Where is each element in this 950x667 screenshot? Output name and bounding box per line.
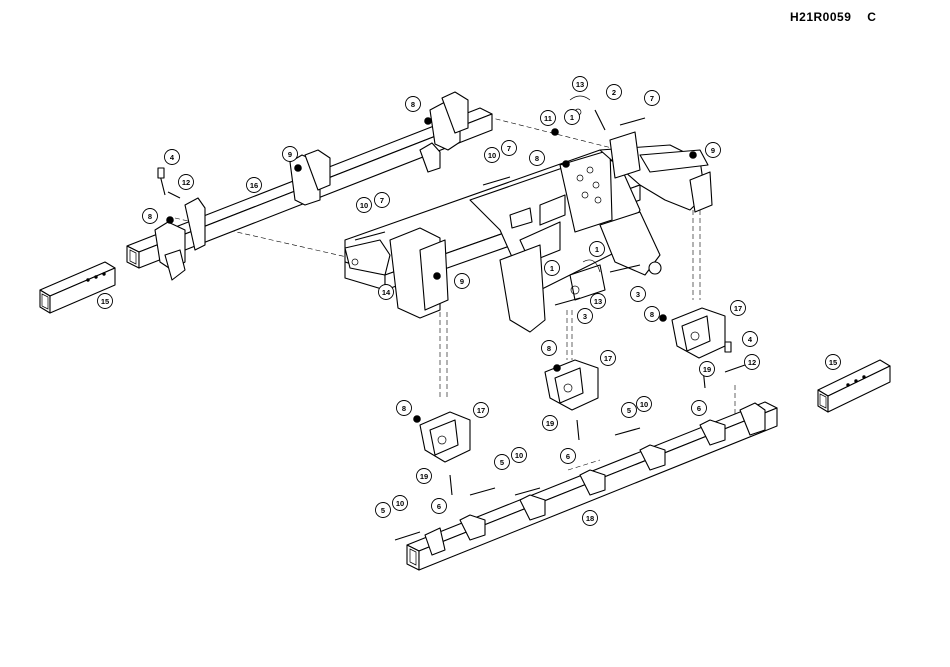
bracket-right-part-17 <box>672 308 725 358</box>
callout-label: 5 <box>381 506 385 515</box>
callout-8: 8 <box>397 401 412 416</box>
callout-label: 8 <box>148 212 152 221</box>
callout-13: 13 <box>573 77 588 92</box>
callout-6: 6 <box>561 449 576 464</box>
bracket-center-part-17 <box>545 360 598 410</box>
callout-label: 3 <box>636 290 640 299</box>
callout-8: 8 <box>143 209 158 224</box>
callout-12: 12 <box>179 175 194 190</box>
callout-label: 1 <box>595 245 599 254</box>
callout-label: 15 <box>829 358 837 367</box>
callout-label: 10 <box>640 400 648 409</box>
callout-label: 7 <box>650 94 654 103</box>
callout-label: 10 <box>488 151 496 160</box>
callout-label: 13 <box>576 80 584 89</box>
callout-5: 5 <box>376 503 391 518</box>
callout-9: 9 <box>455 274 470 289</box>
callout-9: 9 <box>706 143 721 158</box>
callout-label: 10 <box>360 201 368 210</box>
callout-9: 9 <box>283 147 298 162</box>
callout-10: 10 <box>357 198 372 213</box>
callout-12: 12 <box>745 355 760 370</box>
callout-label: 10 <box>396 499 404 508</box>
callout-6: 6 <box>432 499 447 514</box>
callout-17: 17 <box>601 351 616 366</box>
callout-8: 8 <box>542 341 557 356</box>
callout-3: 3 <box>631 287 646 302</box>
callout-1: 1 <box>545 261 560 276</box>
callout-3: 3 <box>578 309 593 324</box>
callout-label: 8 <box>650 310 654 319</box>
callout-4: 4 <box>743 332 758 347</box>
callout-10: 10 <box>512 448 527 463</box>
callout-14: 14 <box>379 285 394 300</box>
callout-8: 8 <box>530 151 545 166</box>
callout-label: 9 <box>460 277 464 286</box>
callout-19: 19 <box>700 362 715 377</box>
callout-1: 1 <box>565 110 580 125</box>
callout-label: 8 <box>535 154 539 163</box>
callout-10: 10 <box>485 148 500 163</box>
callout-label: 17 <box>734 304 742 313</box>
callout-label: 10 <box>515 451 523 460</box>
callout-label: 16 <box>250 181 258 190</box>
callout-17: 17 <box>731 301 746 316</box>
callout-label: 7 <box>380 196 384 205</box>
callout-label: 14 <box>382 288 391 297</box>
callout-label: 6 <box>697 404 701 413</box>
callout-16: 16 <box>247 178 262 193</box>
callout-label: 9 <box>711 146 715 155</box>
callout-4: 4 <box>165 150 180 165</box>
callout-7: 7 <box>502 141 517 156</box>
callout-label: 19 <box>420 472 428 481</box>
callout-label: 8 <box>402 404 406 413</box>
callout-label: 8 <box>411 100 415 109</box>
callout-7: 7 <box>645 91 660 106</box>
callout-label: 7 <box>507 144 511 153</box>
callout-label: 17 <box>604 354 612 363</box>
callout-label: 9 <box>288 150 292 159</box>
callout-label: 19 <box>703 365 711 374</box>
callout-1: 1 <box>590 242 605 257</box>
callout-5: 5 <box>622 403 637 418</box>
callout-15: 15 <box>826 355 841 370</box>
callout-label: 17 <box>477 406 485 415</box>
callout-label: 13 <box>594 297 602 306</box>
callout-label: 6 <box>437 502 441 511</box>
callout-label: 1 <box>570 113 574 122</box>
callout-13: 13 <box>591 294 606 309</box>
callout-label: 15 <box>101 297 109 306</box>
callout-label: 19 <box>546 419 554 428</box>
callout-5: 5 <box>495 455 510 470</box>
callout-label: 11 <box>544 114 552 123</box>
callout-19: 19 <box>417 469 432 484</box>
callout-label: 3 <box>583 312 587 321</box>
callout-label: 5 <box>627 406 631 415</box>
callout-label: 18 <box>586 514 594 523</box>
callout-label: 12 <box>182 178 190 187</box>
callout-8: 8 <box>645 307 660 322</box>
callout-10: 10 <box>637 397 652 412</box>
callout-11: 11 <box>541 111 556 126</box>
callout-6: 6 <box>692 401 707 416</box>
callout-19: 19 <box>543 416 558 431</box>
callout-10: 10 <box>393 496 408 511</box>
callout-18: 18 <box>583 511 598 526</box>
callout-label: 8 <box>547 344 551 353</box>
callout-label: 1 <box>550 264 554 273</box>
callout-8: 8 <box>406 97 421 112</box>
callout-label: 12 <box>748 358 756 367</box>
callout-7: 7 <box>375 193 390 208</box>
callout-15: 15 <box>98 294 113 309</box>
callout-label: 6 <box>566 452 570 461</box>
callout-17: 17 <box>474 403 489 418</box>
callout-2: 2 <box>607 85 622 100</box>
bracket-left-part-17 <box>420 412 470 462</box>
callout-label: 5 <box>500 458 504 467</box>
callout-label: 2 <box>612 88 616 97</box>
